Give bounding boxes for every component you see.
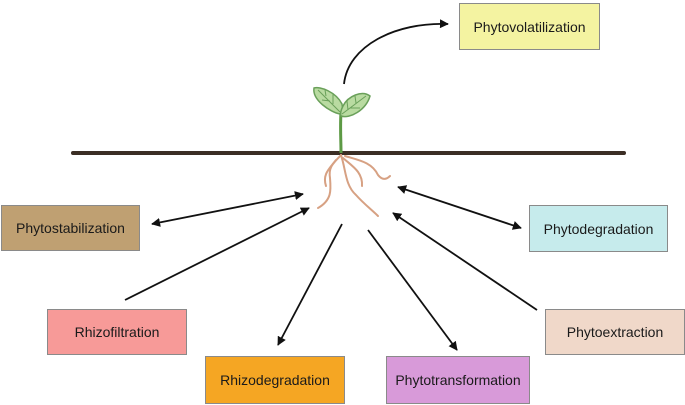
arrow-to-phytovolatilization	[343, 19, 449, 85]
phytodegradation-label: Phytodegradation	[543, 220, 654, 237]
rhizofiltration-label: Rhizofiltration	[74, 324, 160, 340]
rhizodegradation-label: Rhizodegradation	[220, 372, 330, 388]
arrow-rhizodegradation	[277, 223, 343, 346]
arrow-phytotransformation	[367, 229, 458, 351]
phytodegradation-box: Phytodegradation	[529, 205, 668, 252]
phytovolatilization-box: Phytovolatilization	[459, 3, 600, 50]
arrow-phytodegradation	[397, 185, 522, 230]
phytoextraction-label: Phytoextraction	[566, 324, 664, 340]
arrow-phytostabilization	[151, 191, 304, 227]
plant-roots	[317, 154, 391, 217]
phytoextraction-box: Phytoextraction	[545, 309, 685, 355]
phytovolatilization-label: Phytovolatilization	[473, 18, 586, 35]
arrow-rhizofiltration	[124, 207, 310, 301]
phytotransformation-box: Phytotransformation	[386, 356, 530, 404]
plant-leaf-right	[339, 92, 371, 118]
arrow-phytoextraction	[392, 212, 538, 311]
rhizofiltration-box: Rhizofiltration	[47, 309, 187, 355]
phytostabilization-box: Phytostabilization	[1, 205, 140, 251]
phytostabilization-label: Phytostabilization	[16, 220, 125, 236]
plant-leaf-left	[313, 86, 344, 115]
phytotransformation-label: Phytotransformation	[395, 372, 521, 388]
rhizodegradation-box: Rhizodegradation	[205, 356, 345, 404]
